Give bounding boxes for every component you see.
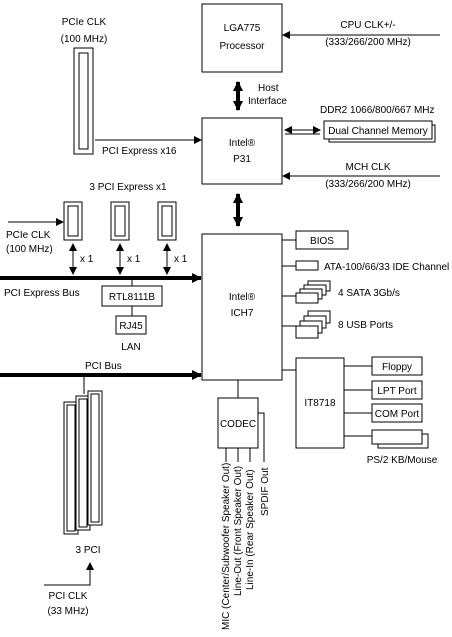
cpu-clk-label: CPU CLK+/- — [340, 20, 395, 31]
bios-box — [295, 230, 349, 250]
codec-label: CODEC — [220, 419, 256, 430]
cpu-name: LGA775 — [224, 23, 261, 34]
pcie-x1-slot-2-inner — [114, 205, 126, 237]
audio-output-line-out: Line-Out (Front Speaker Out) — [233, 466, 244, 596]
memory-box — [323, 120, 433, 140]
pcie-x1-slot-3-inner — [161, 205, 173, 237]
ddr2-label: DDR2 1066/800/667 MHz — [320, 105, 435, 116]
audio-output-mic: MIC (Center/Subwoofer Speaker Out) — [221, 463, 232, 630]
com-label: COM Port — [375, 409, 420, 420]
pci-slots-label: 3 PCI — [75, 545, 100, 556]
pcie-x1-slot-1-inner — [67, 205, 79, 237]
usb-connector-1 — [295, 325, 319, 339]
pcie-clk-mid-2: (100 MHz) — [6, 244, 53, 255]
x1-label-1: x 1 — [80, 254, 94, 265]
bios-label: BIOS — [310, 236, 334, 247]
northbridge-box — [201, 117, 283, 185]
pci-slot-1-inner — [90, 393, 100, 523]
lan-label: LAN — [121, 342, 140, 353]
pcie-x16-slot-inner — [78, 52, 89, 150]
southbridge-line1: Intel® — [229, 292, 256, 303]
x1-label-3: x 1 — [174, 254, 188, 265]
pci-slot-3-inner — [66, 404, 76, 532]
host-interface-label-1: Host — [258, 83, 279, 94]
x1-label-2: x 1 — [127, 254, 141, 265]
pci-clk-1: PCI CLK — [49, 591, 88, 602]
ide-label: ATA-100/66/33 IDE Channel — [324, 262, 449, 273]
mch-clk-value: (333/266/200 MHz) — [325, 179, 411, 190]
audio-output-spdif: SPDIF Out — [260, 467, 271, 516]
pci-clk-2: (33 MHz) — [47, 606, 88, 617]
pcie-clk-mid-1: PCIe CLK — [6, 230, 51, 241]
pci-bus-label: PCI Bus — [85, 361, 122, 372]
pcie-x1-group-label: 3 PCI Express x1 — [89, 182, 167, 193]
mch-clk-label: MCH CLK — [345, 162, 390, 173]
rj45-label: RJ45 — [119, 321, 143, 332]
northbridge-line2: P31 — [233, 154, 251, 165]
usb-label: 8 USB Ports — [338, 320, 393, 331]
superio-label: IT8718 — [304, 398, 336, 409]
host-interface-label-2: Interface — [248, 96, 287, 107]
ps2-label: PS/2 KB/Mouse — [367, 455, 438, 466]
floppy-label: Floppy — [382, 362, 412, 373]
pci-express-bus-label: PCI Express Bus — [4, 288, 80, 299]
rj45-box — [115, 315, 147, 335]
lan-chip-label: RTL8111B — [109, 292, 155, 303]
pci-clk-arrow — [44, 562, 94, 586]
ide-icon — [295, 260, 319, 271]
ps2-connector-front — [371, 429, 423, 445]
southbridge-box — [201, 233, 283, 381]
audio-output-line-in: Line-In (Rear Speaker Out) — [245, 469, 256, 590]
com-box — [371, 403, 423, 423]
northbridge-line1: Intel® — [229, 138, 256, 149]
spdif-link — [258, 412, 265, 462]
memory-box-label: Dual Channel Memory — [328, 126, 428, 137]
superio-box — [295, 357, 345, 449]
cpu-sub: Processor — [219, 41, 265, 52]
codec-box — [217, 397, 259, 449]
sata-label: 4 SATA 3Gb/s — [338, 288, 400, 299]
cpu-box — [201, 3, 283, 73]
sata-connector-1 — [295, 292, 319, 304]
lpt-label: LPT Port — [377, 386, 416, 397]
floppy-box — [371, 356, 423, 376]
cpu-clk-value: (333/266/200 MHz) — [325, 37, 411, 48]
pcie-x16-label: PCI Express x16 — [102, 146, 177, 157]
southbridge-line2: ICH7 — [231, 308, 254, 319]
lpt-box — [371, 380, 423, 400]
pcie-clk-top-1: PCIe CLK — [62, 17, 107, 28]
pcie-clk-top-2: (100 MHz) — [61, 34, 108, 45]
pci-slot-2-inner — [78, 398, 88, 528]
